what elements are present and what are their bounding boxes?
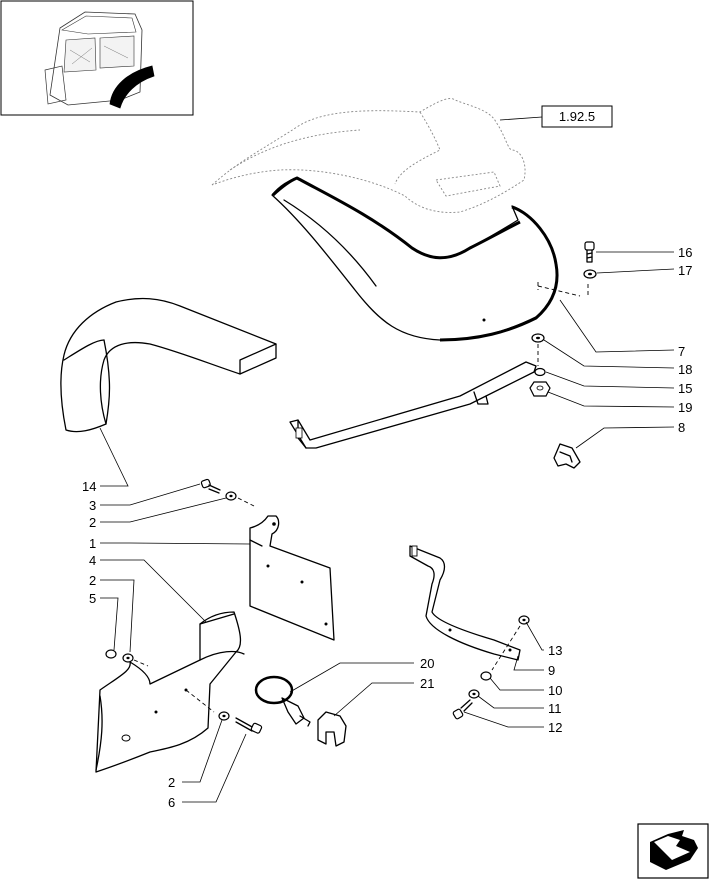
washer-18 [531, 333, 545, 343]
callout-9: 9 [548, 663, 555, 678]
clip-8 [553, 443, 581, 469]
callout-10: 10 [548, 683, 562, 698]
callout-7: 7 [678, 344, 685, 359]
bolt-16 [584, 241, 595, 263]
callout-3: 3 [89, 498, 96, 513]
clip-21 [317, 711, 347, 747]
callout-labels: 16 17 7 18 15 19 8 14 3 2 1 4 2 5 20 21 … [82, 245, 692, 810]
bolt-3 [200, 478, 221, 494]
washer-2-left [122, 653, 134, 663]
rear-fender-7 [271, 176, 559, 342]
bolt-12 [452, 699, 473, 720]
tractor-cab-thumbnail-icon [0, 0, 194, 116]
callout-1: 1 [89, 536, 96, 551]
callout-2-lower: 2 [168, 775, 175, 790]
reference-box-label: 1.92.5 [559, 109, 595, 124]
washer-13 [518, 615, 530, 625]
callout-4: 4 [89, 553, 96, 568]
bolt-6 [235, 717, 263, 734]
ghost-fender-reference [211, 98, 526, 213]
bracket-9 [409, 545, 521, 661]
fender-support-bar [289, 361, 537, 449]
callout-8: 8 [678, 420, 685, 435]
washer-11 [468, 689, 480, 699]
callout-6: 6 [168, 795, 175, 810]
callout-19: 19 [678, 400, 692, 415]
callout-17: 17 [678, 263, 692, 278]
front-fender-14 [60, 297, 277, 433]
callout-5: 5 [89, 591, 96, 606]
next-page-arrow-icon[interactable] [637, 823, 709, 879]
callout-2-upper: 2 [89, 515, 96, 530]
nut-15 [534, 367, 546, 377]
callout-2-left: 2 [89, 573, 96, 588]
reference-box[interactable]: 1.92.5 [541, 105, 613, 128]
callout-14: 14 [82, 479, 96, 494]
callout-15: 15 [678, 381, 692, 396]
leader-lines [99, 251, 675, 803]
latch-pin-20 [254, 675, 311, 727]
nut-10 [480, 671, 492, 681]
mud-flap-1 [249, 515, 335, 641]
washer-2-lower [218, 711, 230, 721]
washer-2-upper [225, 491, 237, 501]
callout-20: 20 [420, 656, 434, 671]
callout-16: 16 [678, 245, 692, 260]
nut-19 [529, 381, 551, 397]
callout-18: 18 [678, 362, 692, 377]
washer-17 [583, 269, 597, 279]
fender-extension-4 [95, 611, 245, 773]
callout-12: 12 [548, 720, 562, 735]
callout-13: 13 [548, 643, 562, 658]
callout-11: 11 [548, 701, 562, 716]
callout-21: 21 [420, 676, 434, 691]
nut-5 [105, 649, 117, 659]
